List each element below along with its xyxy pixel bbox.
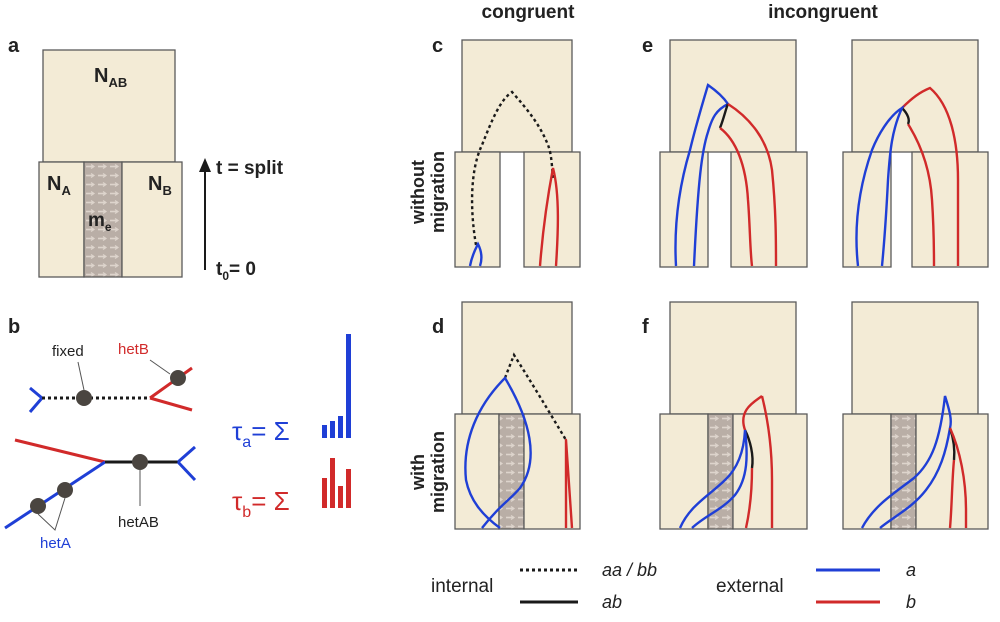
row-label-with-line2: migration (428, 431, 448, 513)
migration-rate-label: me (88, 210, 112, 234)
hetAB-label: hetAB (118, 514, 159, 531)
time-split-label: t = split (216, 158, 284, 179)
hetA-label: hetA (40, 535, 71, 552)
panel-label-f: f (642, 316, 649, 338)
tau-a-formula: τa= Σ (232, 416, 290, 451)
fixed-mutation-dot (76, 390, 92, 406)
hetA-mutation-dot-2 (57, 482, 73, 498)
panel-label-a: a (8, 35, 20, 57)
fixed-pointer (77, 361, 85, 391)
c-red-lineage (538, 167, 560, 267)
panel-b: b fixed hetB hetA hetAB τa= Σ (4, 316, 351, 552)
panel-d: d (432, 301, 581, 530)
c-internal-dotted (470, 90, 555, 246)
f2-red-lineage (948, 427, 968, 529)
tree1-red-fork (149, 366, 193, 412)
d-blue-lineage (464, 376, 532, 529)
e1-red-lineage (719, 102, 778, 267)
legend-external-b-label: b (906, 592, 916, 612)
panel-f: f (642, 301, 989, 530)
tau-b-formula: τb= Σ (232, 486, 290, 521)
hetB-label: hetB (118, 341, 149, 358)
population-a-label: NA (47, 173, 71, 198)
legend-external-label: external (716, 576, 784, 597)
fixed-label: fixed (52, 343, 84, 360)
hetAB-mutation-dot (132, 454, 148, 470)
tree1-blue-fork (28, 386, 45, 413)
tree2-blue-fork (176, 445, 197, 482)
row-label-without-line2: migration (428, 151, 448, 233)
legend-internal-solid-label: ab (602, 592, 622, 612)
panel-label-c: c (432, 35, 443, 57)
tree2-blue-branch (4, 460, 106, 530)
hetA-pointer (37, 497, 66, 531)
time-zero-label: t0= 0 (216, 259, 256, 283)
d-red-lineage (564, 439, 574, 529)
header-congruent: congruent (482, 2, 576, 23)
tau-a-histogram (322, 334, 351, 438)
tau-b-histogram (322, 458, 351, 508)
population-b-box (121, 161, 183, 278)
legend: internal aa / bb ab external a b (431, 560, 916, 612)
header-incongruent: incongruent (768, 2, 878, 23)
row-label-without-line1: without (408, 160, 428, 225)
hetB-mutation-dot (170, 370, 186, 386)
f1-red-lineage (742, 395, 774, 529)
panel-c: c (432, 35, 581, 268)
population-a-box (38, 161, 85, 278)
panel-a: a NAB NA NB me t = split t0= 0 (8, 35, 284, 283)
panel-label-b: b (8, 316, 20, 338)
legend-internal-dotted-label: aa / bb (602, 560, 657, 580)
time-arrow-head (199, 158, 211, 172)
panel-label-d: d (432, 316, 444, 338)
legend-internal-label: internal (431, 576, 493, 597)
d-internal-dotted (503, 352, 568, 441)
e2-internal (901, 107, 910, 125)
e2-red-lineage (901, 86, 960, 267)
panel-label-e: e (642, 35, 653, 57)
panel-e: e (642, 35, 989, 268)
row-label-with-line1: with (408, 454, 428, 491)
e2-blue-lineage (855, 104, 905, 267)
ancestral-population-box (42, 49, 176, 163)
population-b-label: NB (148, 173, 172, 198)
legend-external-a-label: a (906, 560, 916, 580)
hetA-mutation-dot-1 (30, 498, 46, 514)
f1-blue-lineage (678, 429, 748, 529)
c-blue-lineage (468, 241, 483, 267)
e1-internal (718, 103, 730, 129)
hetB-pointer (149, 359, 171, 375)
ancestral-population-label: NAB (94, 65, 127, 90)
f2-blue-lineage (860, 395, 952, 529)
migration-band (83, 161, 123, 278)
tree2-red-branch (14, 438, 106, 464)
e1-blue-lineage (674, 83, 730, 267)
